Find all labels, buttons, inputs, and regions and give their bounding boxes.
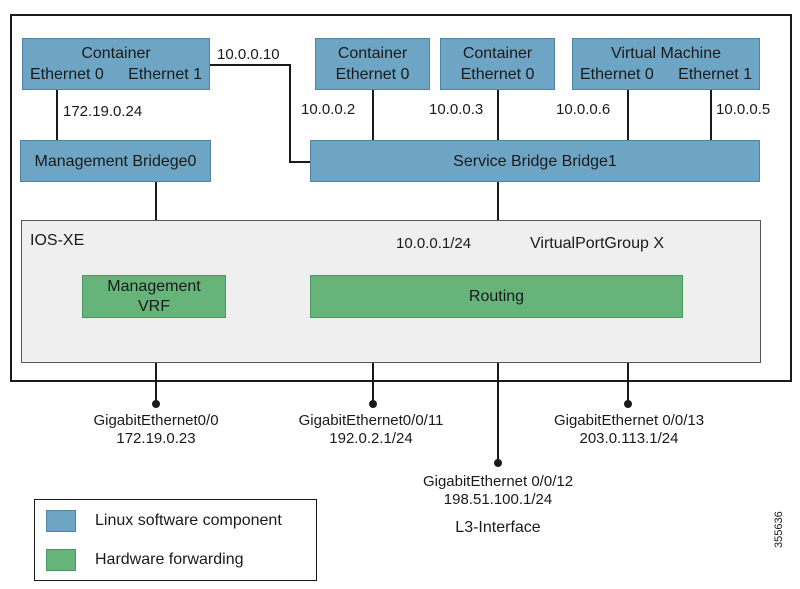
container-2-title: Container — [337, 45, 408, 62]
management-bridge: Management Bridege0 — [20, 140, 211, 182]
port-dot-gi0-0-12 — [494, 459, 502, 467]
routing-label: Routing — [468, 288, 525, 305]
container-3-eth0: Ethernet 0 — [460, 66, 535, 83]
port-dot-gi0-0 — [152, 400, 160, 408]
ip-c3: 10.0.0.3 — [429, 101, 484, 118]
interface-gi0-0-12-name: GigabitEthernet 0/0/12 — [422, 473, 574, 490]
container-1-eth1: Ethernet 1 — [128, 66, 202, 83]
interface-gi0-0-11-ip: 192.0.2.1/24 — [329, 430, 413, 447]
management-vrf-line-1: Management — [107, 277, 201, 295]
gateway-ip: 10.0.0.1/24 — [396, 235, 472, 252]
management-vrf-line-2: VRF — [138, 297, 170, 315]
port-dot-gi0-0-13 — [624, 400, 632, 408]
container-1: Container Ethernet 0 Ethernet 1 — [22, 38, 210, 90]
legend-swatch-hardware — [46, 549, 76, 571]
routing-block: Routing — [310, 275, 683, 318]
ip-vm-eth0: 10.0.0.6 — [556, 101, 611, 118]
container-3: Container Ethernet 0 — [440, 38, 555, 90]
service-bridge-label: Service Bridge Bridge1 — [453, 152, 617, 170]
virtual-port-group: VirtualPortGroup X — [530, 235, 664, 252]
interface-gi0-0-13-ip: 203.0.113.1/24 — [579, 430, 679, 447]
container-3-title: Container — [462, 45, 533, 62]
ip-c1-eth0: 172.19.0.24 — [63, 103, 143, 120]
vm-eth1: Ethernet 1 — [678, 66, 752, 83]
vm-title: Virtual Machine — [611, 45, 721, 62]
host-frame — [10, 14, 792, 382]
figure-id: 355636 — [773, 511, 785, 548]
interface-gi0-0: GigabitEthernet0/0 172.19.0.23 — [56, 412, 256, 448]
link-c1-service-bridge — [209, 64, 310, 163]
management-vrf: Management VRF — [82, 275, 226, 318]
interface-gi0-0-name: GigabitEthernet0/0 — [93, 412, 219, 429]
interface-gi0-0-ip: 172.19.0.23 — [116, 430, 196, 447]
virtual-machine: Virtual Machine Ethernet 0 Ethernet 1 — [572, 38, 760, 90]
interface-gi0-0-13-name: GigabitEthernet 0/0/13 — [553, 412, 705, 429]
ip-c1-eth1: 10.0.0.10 — [217, 46, 280, 63]
interface-gi0-0-11-name: GigabitEthernet0/0/11 — [298, 412, 444, 429]
legend-label-hardware: Hardware forwarding — [95, 551, 244, 568]
container-1-title: Container — [81, 45, 151, 62]
vm-eth0: Ethernet 0 — [580, 66, 654, 83]
ip-c2: 10.0.0.2 — [301, 101, 356, 118]
iosxe-title: IOS-XE — [30, 232, 85, 249]
container-1-eth0: Ethernet 0 — [30, 66, 104, 83]
service-bridge: Service Bridge Bridge1 — [310, 140, 760, 182]
interface-gi0-0-12: GigabitEthernet 0/0/12 198.51.100.1/24 — [392, 473, 604, 509]
container-2: Container Ethernet 0 — [315, 38, 430, 90]
interface-gi0-0-13: GigabitEthernet 0/0/13 203.0.113.1/24 — [524, 412, 734, 448]
interface-gi0-0-11: GigabitEthernet0/0/11 192.0.2.1/24 — [266, 412, 476, 448]
legend — [34, 499, 317, 581]
container-2-eth0: Ethernet 0 — [335, 66, 410, 83]
legend-swatch-linux — [46, 510, 76, 532]
ip-vm-eth1: 10.0.0.5 — [716, 101, 771, 118]
port-dot-gi0-0-11 — [369, 400, 377, 408]
legend-label-linux: Linux software component — [95, 512, 282, 529]
interface-gi0-0-12-ip: 198.51.100.1/24 — [443, 491, 553, 508]
l3-interface-label: L3-Interface — [455, 519, 541, 536]
management-bridge-label: Management Bridege0 — [34, 152, 197, 170]
